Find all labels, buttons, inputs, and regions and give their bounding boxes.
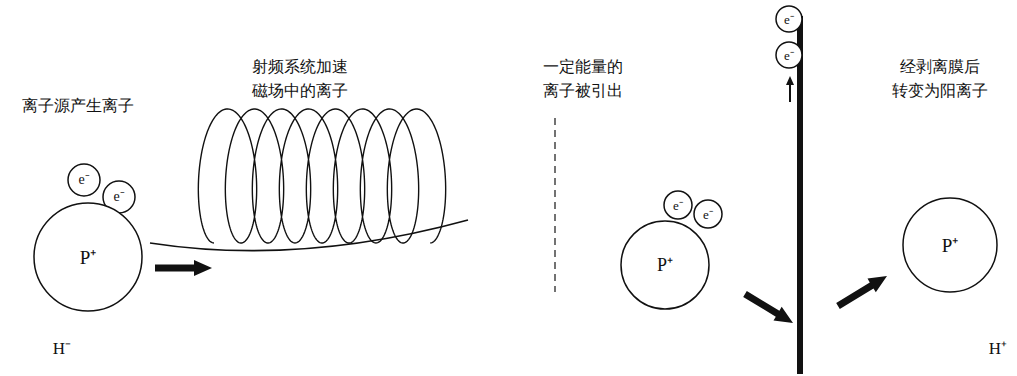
particle-symbol: e⁻	[784, 13, 794, 26]
particle-symbol: e⁻	[113, 190, 124, 204]
ion-symbol: H⁺	[989, 336, 1007, 362]
block-arrow	[155, 260, 212, 276]
particle-symbol: e⁻	[673, 199, 683, 212]
particle-symbol: e⁻	[78, 173, 89, 187]
step-caption: 射频系统加速 磁场中的离子	[252, 55, 348, 103]
ion-symbol: H⁻	[53, 336, 71, 362]
beam-path	[150, 220, 468, 251]
block-arrow	[743, 291, 793, 323]
step-caption: 离子源产生离子	[22, 94, 134, 118]
particle-circle: e⁻	[775, 41, 803, 69]
particle-circle: P⁺	[33, 202, 143, 312]
particle-symbol: P⁺	[942, 236, 959, 255]
block-arrow	[836, 276, 887, 309]
particle-symbol: P⁺	[657, 256, 673, 274]
stripping-foil	[797, 16, 803, 374]
spiral-orbit	[198, 109, 445, 243]
extraction-line	[554, 118, 556, 292]
particle-circle: e⁻	[775, 5, 803, 33]
particle-circle: e⁻	[663, 190, 693, 220]
particle-circle: e⁻	[693, 199, 723, 229]
step-caption: 经剥离膜后 转变为阳离子	[892, 55, 988, 103]
particle-circle: e⁻	[67, 163, 101, 197]
particle-symbol: P⁺	[80, 248, 97, 267]
particle-circle: P⁺	[620, 220, 710, 310]
particle-symbol: e⁻	[784, 49, 794, 62]
small-arrow	[786, 76, 794, 102]
particle-symbol: e⁻	[703, 208, 713, 221]
particle-circle: P⁺	[902, 197, 998, 293]
step-caption: 一定能量的 离子被引出	[543, 55, 623, 103]
